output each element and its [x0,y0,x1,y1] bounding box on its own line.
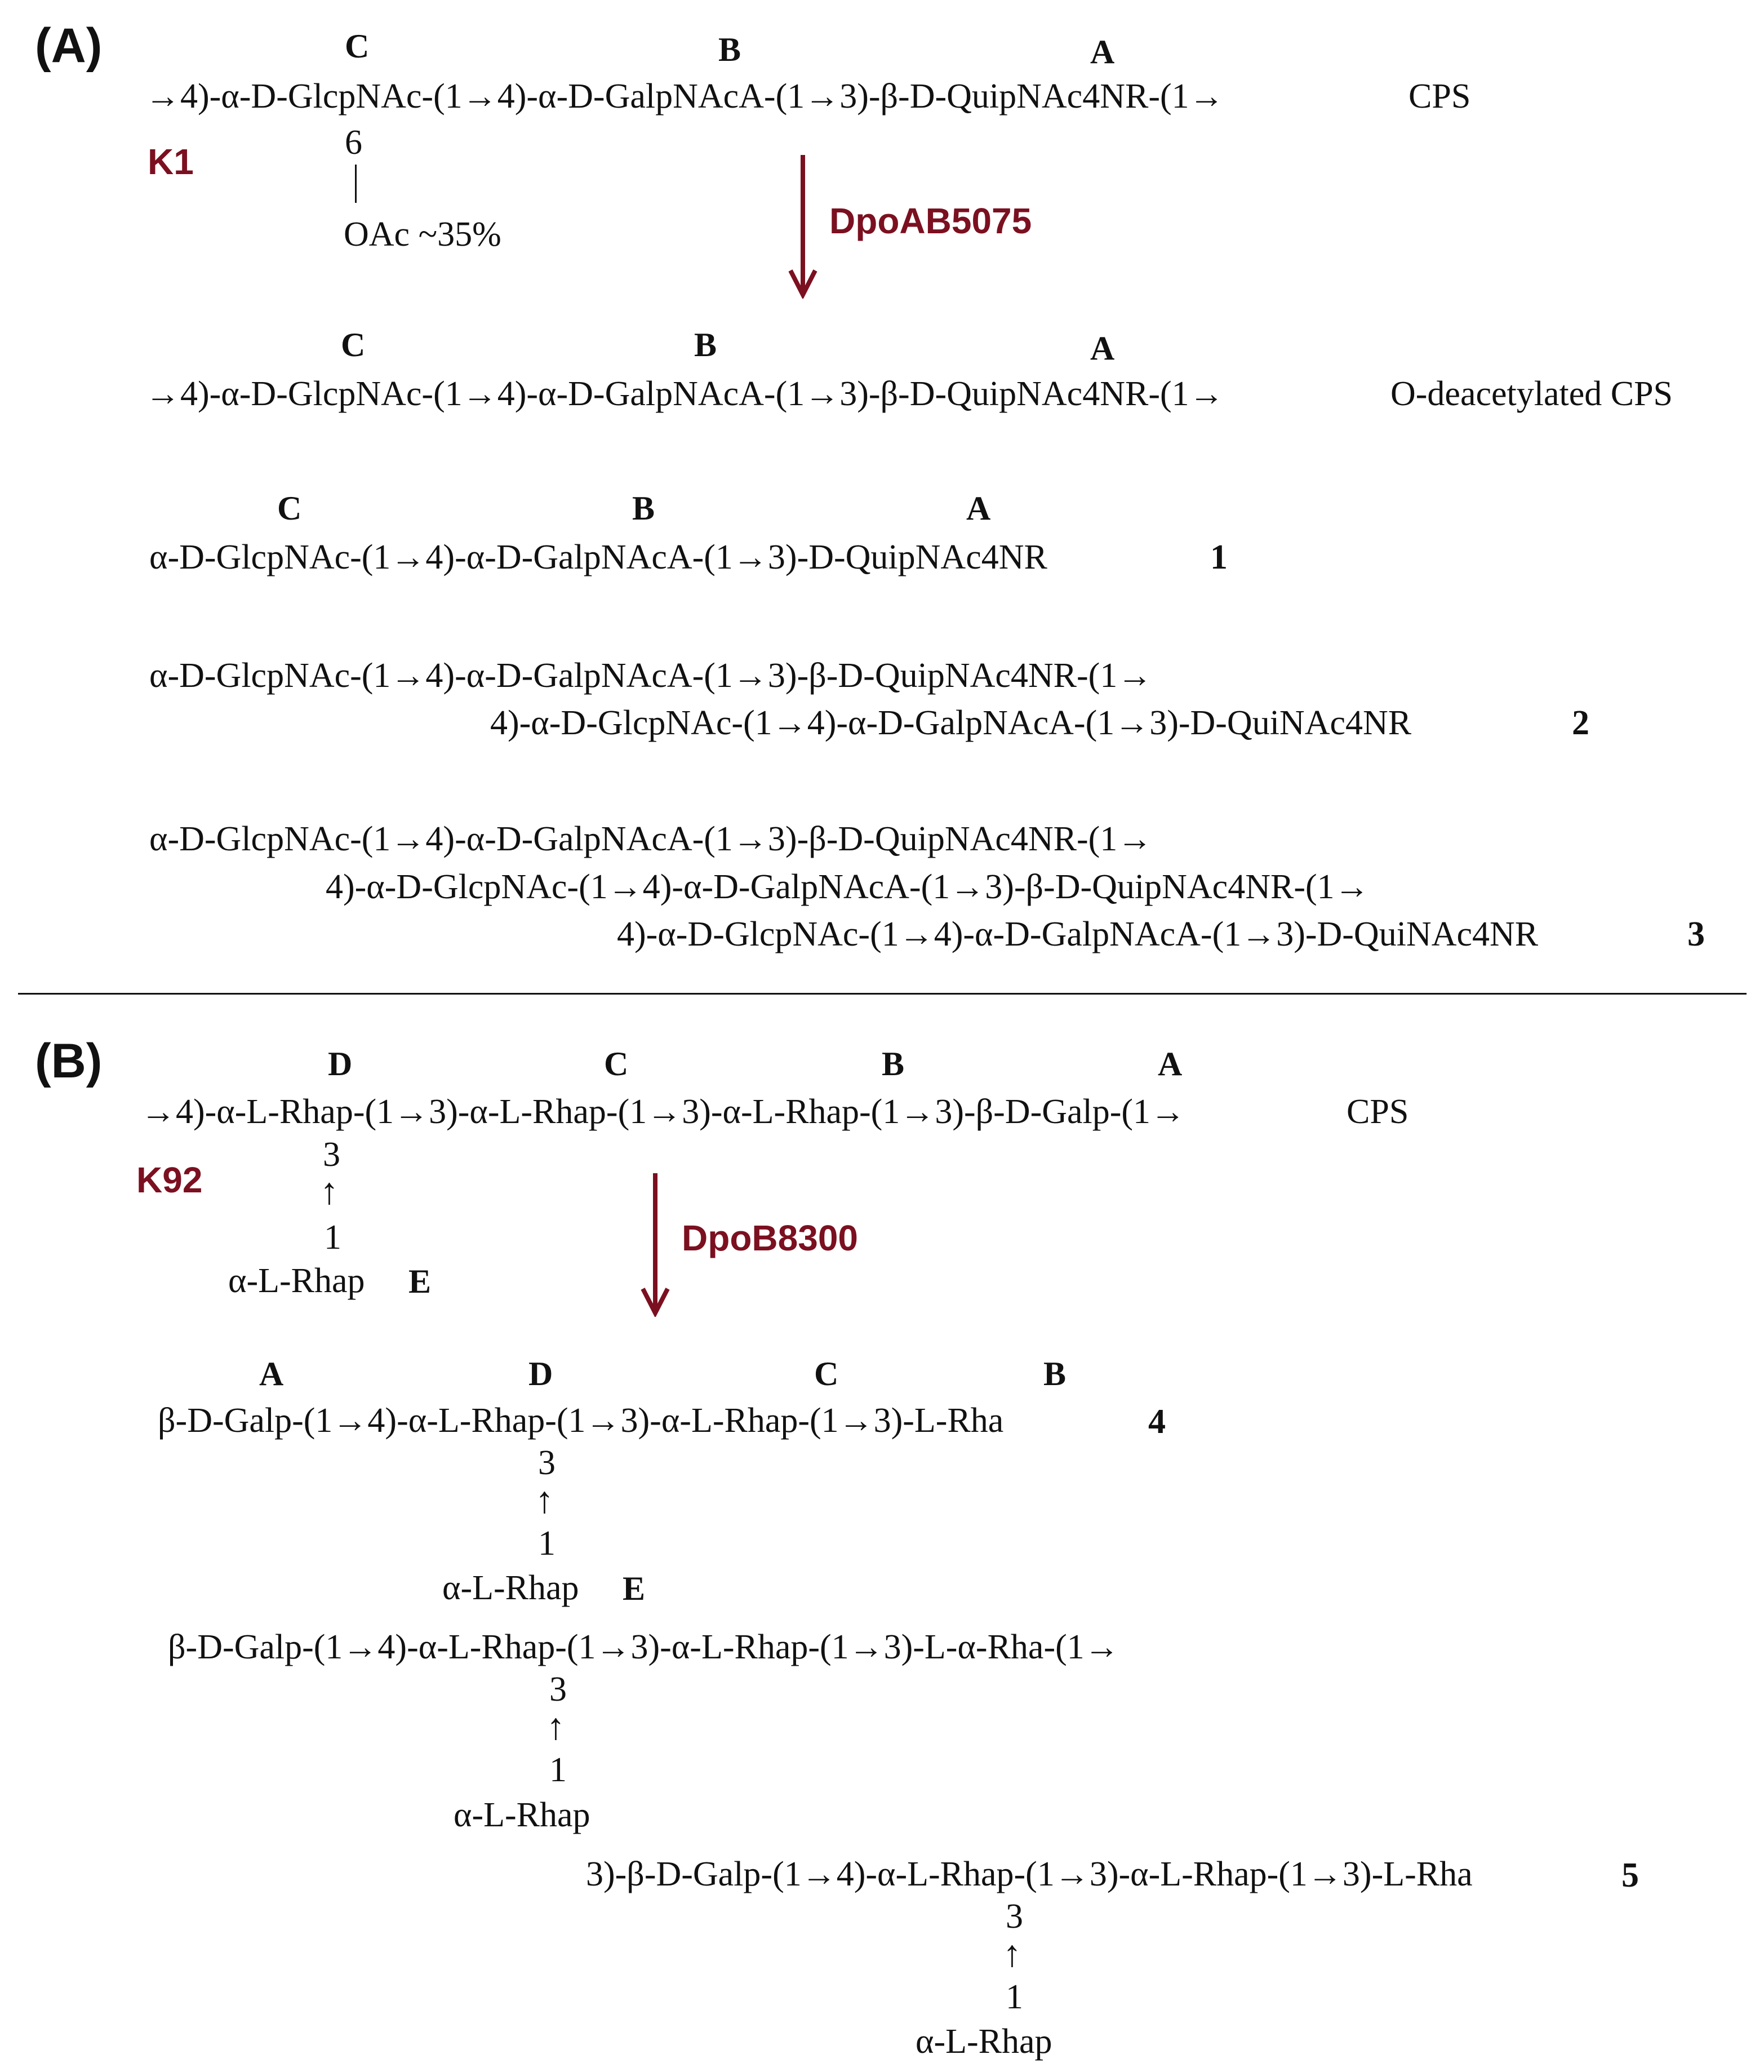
k92-strain-label: K92 [136,1160,203,1200]
k1-cps-chain: →4)-α-D-GlcpNAc-(1→4)-α-D-GalpNAcA-(1→3)… [145,77,1224,116]
product-1-number: 1 [1210,538,1228,576]
product-4-chain: β-D-Galp-(1→4)-α-L-Rhap-(1→3)-α-L-Rhap-(… [158,1401,1004,1440]
product-5-branch-1-residue: α-L-Rhap [454,1796,590,1834]
residue-label-d: D [328,1045,353,1082]
enzyme-label-b: DpoB8300 [682,1218,858,1258]
residue-label-b: B [694,326,717,363]
product-5-branch-2-position: 3 [1006,1897,1023,1936]
product-3-line-1: α-D-GlcpNAc-(1→4)-α-D-GalpNAcA-(1→3)-β-D… [149,820,1153,858]
residue-label-b: B [718,31,741,68]
product-5-branch-2-anomeric: 1 [1006,1978,1023,2016]
k1-cps-label: CPS [1408,77,1471,116]
product-3-number: 3 [1687,915,1705,953]
residue-label-d: D [528,1355,553,1392]
oac-bond [355,165,357,203]
branch-arrow-up-icon: ↑ [1003,1933,1021,1975]
residue-label-c: C [604,1045,629,1082]
product-5-branch-1-position: 3 [549,1670,567,1709]
residue-label-e: E [623,1570,646,1607]
product-4-branch-anomeric: 1 [538,1524,556,1563]
residue-label-b: B [1043,1355,1067,1392]
panel-b-label: (B) [35,1034,103,1088]
residue-label-a: A [1158,1045,1183,1082]
panel-divider [18,993,1747,995]
k92-cps-chain: →4)-α-L-Rhap-(1→3)-α-L-Rhap-(1→3)-α-L-Rh… [141,1093,1186,1131]
product-1-chain: α-D-GlcpNAc-(1→4)-α-D-GalpNAcA-(1→3)-D-Q… [149,538,1047,576]
product-5-line-1: β-D-Galp-(1→4)-α-L-Rhap-(1→3)-α-L-Rhap-(… [168,1628,1119,1666]
product-2-line-2: 4)-α-D-GlcpNAc-(1→4)-α-D-GalpNAcA-(1→3)-… [490,704,1412,742]
depolymerase-arrow-b [641,1173,670,1317]
product-4-branch-position: 3 [538,1444,556,1482]
product-2-line-1: α-D-GlcpNAc-(1→4)-α-D-GalpNAcA-(1→3)-β-D… [149,656,1153,695]
product-5-number: 5 [1621,1856,1639,1894]
product-4-number: 4 [1148,1403,1166,1441]
k92-branch-residue: α-L-Rhap [228,1262,365,1300]
product-3-line-3: 4)-α-D-GlcpNAc-(1→4)-α-D-GalpNAcA-(1→3)-… [617,915,1539,953]
residue-label-c: C [814,1355,839,1392]
k92-branch-anomeric: 1 [324,1218,341,1257]
residue-label-c: C [341,326,366,363]
branch-arrow-up-icon: ↑ [535,1480,554,1521]
residue-label-e: E [408,1263,432,1300]
oac-position: 6 [345,123,362,162]
residue-label-b: B [882,1045,905,1082]
residue-label-c: C [277,490,302,527]
enzyme-label-a: DpoAB5075 [829,201,1032,241]
residue-label-b: B [632,490,655,527]
product-3-line-2: 4)-α-D-GlcpNAc-(1→4)-α-D-GalpNAcA-(1→3)-… [326,868,1370,906]
branch-arrow-up-icon: ↑ [546,1706,565,1747]
residue-label-a: A [259,1355,284,1392]
oac-substituent: OAc ~35% [344,215,501,254]
branch-arrow-up-icon: ↑ [320,1171,339,1212]
product-5-branch-2-residue: α-L-Rhap [916,2022,1052,2061]
panel-a-label: (A) [35,19,103,73]
depolymerase-arrow-a [788,155,817,299]
residue-label-a: A [1090,330,1115,367]
product-5-line-2: 3)-β-D-Galp-(1→4)-α-L-Rhap-(1→3)-α-L-Rha… [586,1855,1473,1893]
product-4-branch-residue: α-L-Rhap [442,1569,579,1607]
residue-label-c: C [345,28,370,65]
k1-strain-label: K1 [148,141,194,182]
deacetylated-cps-label: O-deacetylated CPS [1390,375,1673,413]
deacetylated-cps-chain: →4)-α-D-GlcpNAc-(1→4)-α-D-GalpNAcA-(1→3)… [145,375,1224,413]
residue-label-a: A [966,490,991,527]
residue-label-a: A [1090,33,1115,70]
k92-cps-label: CPS [1347,1093,1409,1131]
k92-branch-position: 3 [323,1135,340,1174]
product-2-number: 2 [1572,704,1589,742]
product-5-branch-1-anomeric: 1 [549,1751,567,1789]
